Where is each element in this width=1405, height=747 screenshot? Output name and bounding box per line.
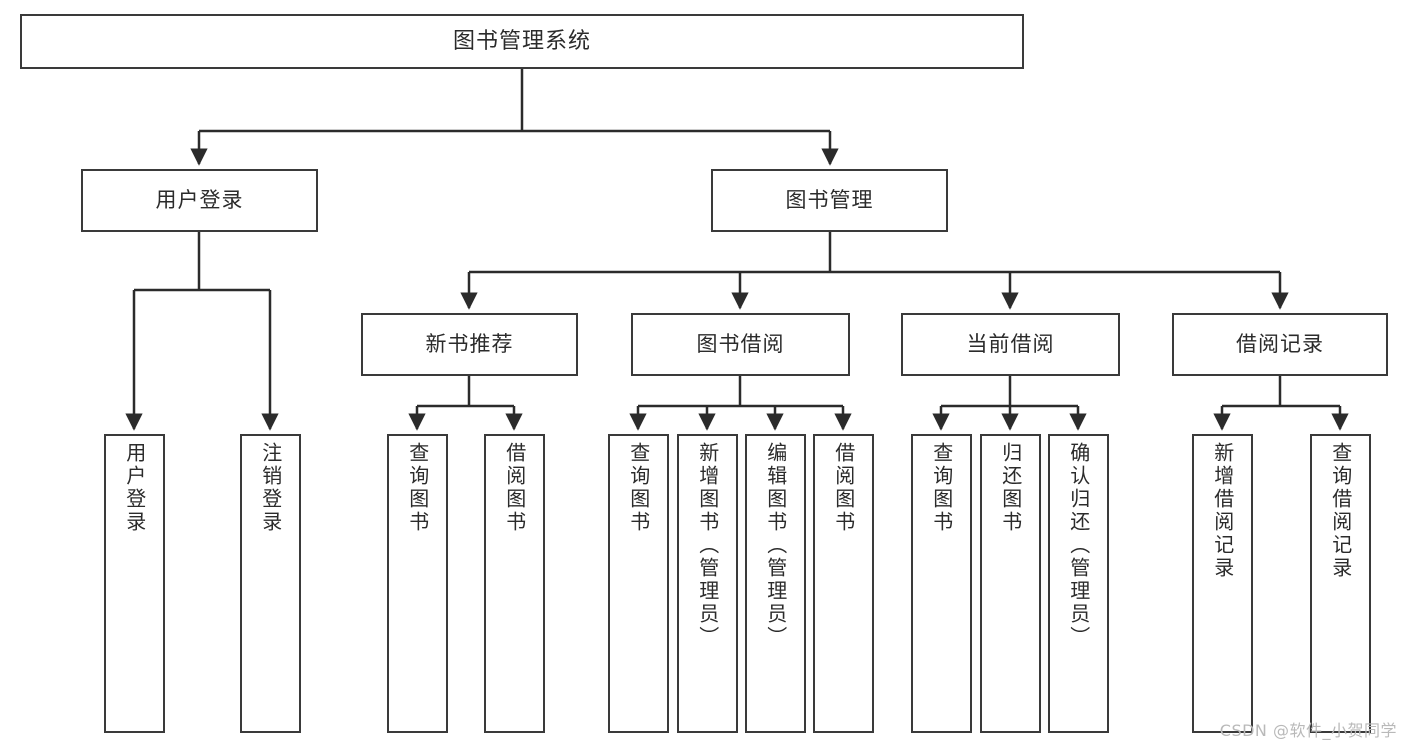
node-book-management-system[interactable]: 图书管理系统 [20,14,1024,69]
node-label: 用户登录 [122,442,147,534]
leaf-book-borrow-borrow-book[interactable]: 借阅图书 [813,434,874,733]
node-label: 当前借阅 [966,332,1055,357]
node-label: 确认归还（管理员） [1066,442,1091,649]
csdn-watermark: CSDN @软件_小贺同学 [1219,721,1397,740]
node-label: 图书管理系统 [452,28,591,54]
node-label: 借阅图书 [502,442,527,534]
node-borrow-record[interactable]: 借阅记录 [1172,313,1388,376]
node-user-login[interactable]: 用户登录 [81,169,318,232]
leaf-new-book-borrow-book[interactable]: 借阅图书 [484,434,545,733]
node-label: 查询图书 [626,442,651,534]
node-label: 图书借阅 [696,332,785,357]
node-book-management[interactable]: 图书管理 [711,169,948,232]
node-label: 图书管理 [785,188,874,213]
node-label: 编辑图书（管理员） [763,442,788,649]
node-label: 新增借阅记录 [1210,442,1235,580]
node-label: 查询图书 [405,442,430,534]
leaf-current-borrow-confirm-return-admin[interactable]: 确认归还（管理员） [1048,434,1109,733]
leaf-borrow-record-add-record[interactable]: 新增借阅记录 [1192,434,1253,733]
node-label: 借阅图书 [831,442,856,534]
node-label: 用户登录 [155,188,244,213]
node-new-book-recommend[interactable]: 新书推荐 [361,313,578,376]
leaf-book-borrow-query-book[interactable]: 查询图书 [608,434,669,733]
leaf-book-borrow-add-book-admin[interactable]: 新增图书（管理员） [677,434,738,733]
leaf-borrow-record-query-record[interactable]: 查询借阅记录 [1310,434,1371,733]
leaf-user-login-logout[interactable]: 注销登录 [240,434,301,733]
node-current-borrow[interactable]: 当前借阅 [901,313,1120,376]
leaf-current-borrow-return-book[interactable]: 归还图书 [980,434,1041,733]
leaf-new-book-query-book[interactable]: 查询图书 [387,434,448,733]
node-label: 借阅记录 [1236,332,1324,357]
leaf-book-borrow-edit-book-admin[interactable]: 编辑图书（管理员） [745,434,806,733]
leaf-current-borrow-query-book[interactable]: 查询图书 [911,434,972,733]
node-label: 新书推荐 [425,332,514,357]
node-book-borrow[interactable]: 图书借阅 [631,313,850,376]
leaf-user-login-login[interactable]: 用户登录 [104,434,165,733]
node-label: 查询图书 [929,442,954,534]
node-label: 查询借阅记录 [1328,442,1353,580]
node-label: 注销登录 [258,442,283,534]
node-label: 归还图书 [998,442,1023,534]
node-label: 新增图书（管理员） [695,442,720,649]
